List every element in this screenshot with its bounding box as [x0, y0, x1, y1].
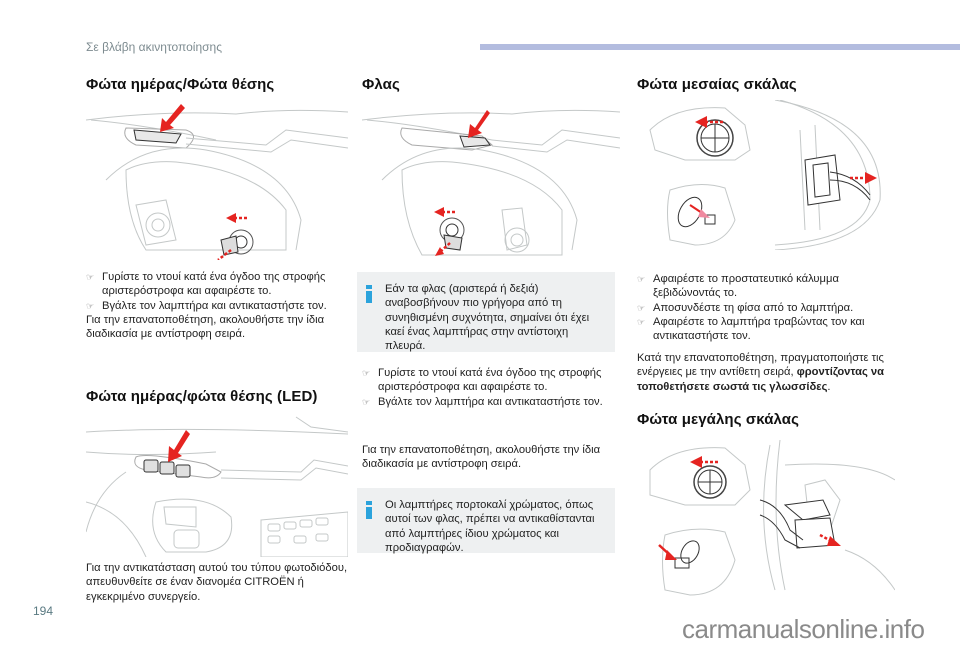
pointing-hand-icon: ☞: [637, 316, 646, 327]
illustration-daytime-lights: [86, 100, 348, 260]
info-note-orange-bulbs: Οι λαμπτήρες πορτοκαλί χρώματος, όπως αυ…: [357, 488, 615, 554]
info-note-indicator-flash-rate: Εάν τα φλας (αριστερά ή δεξιά) αναβοσβήν…: [357, 272, 615, 352]
pointing-hand-icon: ☞: [637, 274, 646, 284]
info-icon: [366, 285, 372, 303]
bullet-item: ☞ Αποσυνδέστε τη φίσα από το λαμπτήρα.: [637, 301, 854, 314]
instructions-dipped-beam: ☞ Αφαιρέστε το προστατευτικό κάλυμμα ξεβ…: [637, 272, 899, 343]
instructions-indicators: ☞ Γυρίστε το ντουί κατά ένα όγδοο της στ…: [362, 366, 620, 409]
header-accent-bar: [480, 44, 960, 50]
illustration-indicators: [362, 100, 620, 265]
refit-paragraph: Για την επανατοποθέτηση, ακολουθήστε την…: [362, 444, 601, 471]
watermark: carmanualsonline.info: [682, 614, 925, 644]
bullet-item: ☞ Αφαιρέστε το προστατευτικό κάλυμμα ξεβ…: [637, 273, 839, 300]
led-replacement-paragraph: Για την αντικατάσταση αυτού του τύπου φω…: [86, 561, 348, 604]
paragraph-line: Για την αντικατάσταση αυτού του τύπου φω…: [86, 562, 348, 574]
section-title-indicators: Φλας: [362, 76, 400, 93]
section-title-main-beam: Φώτα μεγάλης σκάλας: [637, 411, 799, 428]
section-title-led-lights: Φώτα ημέρας/φώτα θέσης (LED): [86, 388, 318, 405]
pointing-hand-icon: ☞: [637, 302, 646, 313]
running-head: Σε βλάβη ακινητοποίησης: [86, 40, 223, 54]
bullet-item: ☞ Βγάλτε τον λαμπτήρα και αντικαταστήστε…: [86, 299, 327, 312]
note-text: Εάν τα φλας (αριστερά ή δεξιά) αναβοσβήν…: [385, 283, 590, 353]
pointing-hand-icon: ☞: [86, 272, 95, 282]
pointing-hand-icon: ☞: [362, 396, 371, 407]
bullet-item: ☞ Βγάλτε τον λαμπτήρα και αντικαταστήστε…: [362, 395, 603, 408]
info-icon: [366, 501, 372, 519]
paragraph-end: .: [827, 380, 831, 393]
refit-paragraph-dipped-beam: Κατά την επανατοποθέτηση, πραγματοποιήστ…: [637, 351, 899, 394]
paragraph: Για την επανατοποθέτηση, ακολουθήστε την…: [86, 313, 325, 341]
pointing-hand-icon: ☞: [86, 300, 95, 311]
illustration-main-beam: [625, 440, 895, 600]
page-number: 194: [33, 604, 54, 618]
illustration-led-lights: [86, 412, 348, 557]
paragraph-bold-text: φροντίζοντας να τοποθετήσετε σωστά τις γ…: [637, 366, 884, 393]
pointing-hand-icon: ☞: [362, 368, 371, 378]
paragraph-line: απευθυνθείτε σε έναν διανομέα CITROËN ή: [86, 576, 304, 589]
paragraph-line: εγκεκριμένο συνεργείο.: [86, 590, 201, 603]
section-title-dipped-beam: Φώτα μεσαίας σκάλας: [637, 76, 797, 93]
instructions-daytime-lights: ☞ Γυρίστε το ντουί κατά ένα όγδοο της στ…: [86, 270, 348, 341]
illustration-dipped-beam: [625, 100, 895, 250]
paragraph-text: Κατά την επανατοποθέτηση, πραγματοποιήστ…: [637, 352, 884, 379]
section-title-daytime-lights: Φώτα ημέρας/Φώτα θέσης: [86, 76, 275, 93]
bullet-item: ☞ Γυρίστε το ντουί κατά ένα όγδοο της στ…: [362, 367, 602, 394]
note-text: Οι λαμπτήρες πορτοκαλί χρώματος, όπως αυ…: [385, 499, 595, 554]
bullet-item: ☞ Αφαιρέστε το λαμπτήρα τραβώντας τον κα…: [637, 315, 865, 343]
bullet-item: ☞ Γυρίστε το ντουί κατά ένα όγδοο της στ…: [86, 271, 326, 298]
